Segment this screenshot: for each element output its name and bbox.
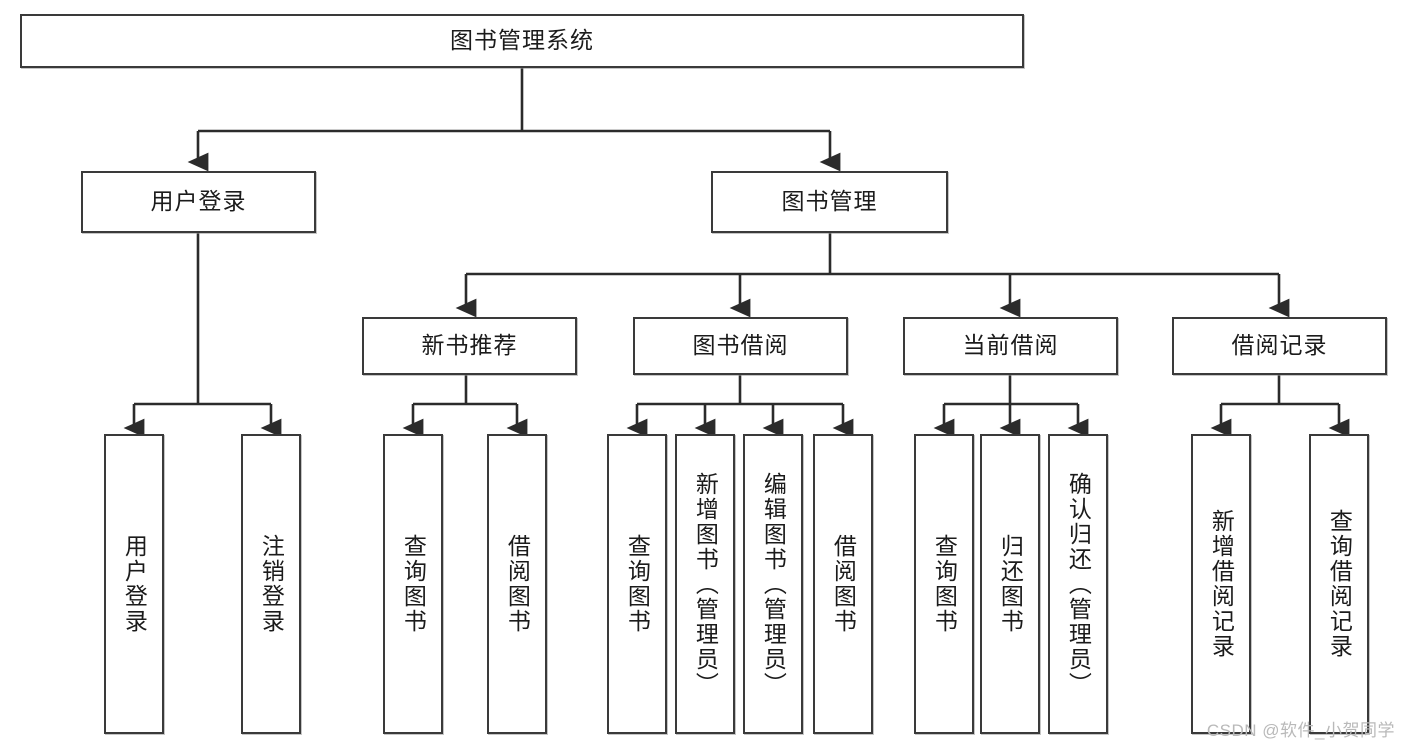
node-new-book-rec[interactable]: 新书推荐 <box>362 317 577 375</box>
leaf-borrow-book-1-label: 借阅图书 <box>504 534 531 634</box>
node-root[interactable]: 图书管理系统 <box>20 14 1024 68</box>
leaf-edit-book[interactable]: 编辑图书（管理员） <box>743 434 803 734</box>
leaf-borrow-book-2[interactable]: 借阅图书 <box>813 434 873 734</box>
leaf-query-book-2[interactable]: 查询图书 <box>607 434 667 734</box>
leaf-add-book[interactable]: 新增图书（管理员） <box>675 434 735 734</box>
leaf-query-record[interactable]: 查询借阅记录 <box>1309 434 1369 734</box>
leaf-user-login[interactable]: 用户登录 <box>104 434 164 734</box>
csdn-watermark: CSDN @软件_小贺同学 <box>1206 721 1395 740</box>
node-user-login[interactable]: 用户登录 <box>81 171 316 233</box>
node-book-borrow-label: 图书借阅 <box>692 332 789 359</box>
node-book-borrow[interactable]: 图书借阅 <box>633 317 848 375</box>
leaf-return-book-label: 归还图书 <box>997 534 1024 634</box>
node-current-borrow-label: 当前借阅 <box>962 332 1059 359</box>
leaf-query-book-1-label: 查询图书 <box>400 534 427 634</box>
node-new-book-rec-label: 新书推荐 <box>421 332 518 359</box>
node-book-manage-label: 图书管理 <box>781 188 878 215</box>
leaf-query-book-1[interactable]: 查询图书 <box>383 434 443 734</box>
leaf-query-book-2-label: 查询图书 <box>624 534 651 634</box>
leaf-borrow-book-2-label: 借阅图书 <box>830 534 857 634</box>
leaf-add-record-label: 新增借阅记录 <box>1208 509 1235 659</box>
leaf-borrow-book-1[interactable]: 借阅图书 <box>487 434 547 734</box>
node-borrow-record-label: 借阅记录 <box>1231 332 1328 359</box>
node-book-manage[interactable]: 图书管理 <box>711 171 948 233</box>
leaf-edit-book-label: 编辑图书（管理员） <box>760 471 787 697</box>
leaf-logout[interactable]: 注销登录 <box>241 434 301 734</box>
leaf-add-book-label: 新增图书（管理员） <box>692 471 719 697</box>
leaf-confirm-return[interactable]: 确认归还（管理员） <box>1048 434 1108 734</box>
leaf-user-login-label: 用户登录 <box>121 534 148 634</box>
leaf-confirm-return-label: 确认归还（管理员） <box>1065 471 1092 697</box>
leaf-add-record[interactable]: 新增借阅记录 <box>1191 434 1251 734</box>
node-current-borrow[interactable]: 当前借阅 <box>903 317 1118 375</box>
node-borrow-record[interactable]: 借阅记录 <box>1172 317 1387 375</box>
leaf-query-record-label: 查询借阅记录 <box>1326 509 1353 659</box>
leaf-query-book-3-label: 查询图书 <box>931 534 958 634</box>
leaf-query-book-3[interactable]: 查询图书 <box>914 434 974 734</box>
leaf-logout-label: 注销登录 <box>258 534 285 634</box>
leaf-return-book[interactable]: 归还图书 <box>980 434 1040 734</box>
node-user-login-label: 用户登录 <box>150 188 247 215</box>
node-root-label: 图书管理系统 <box>450 27 594 54</box>
